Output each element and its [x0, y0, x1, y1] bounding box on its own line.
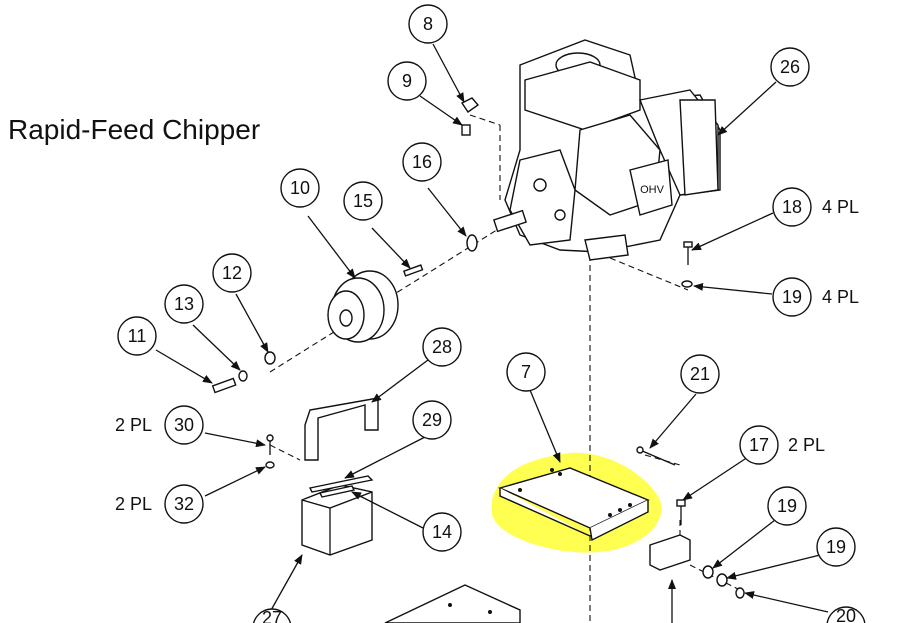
svg-text:27: 27	[262, 608, 282, 623]
svg-text:15: 15	[353, 191, 373, 211]
parts-19-20-washers	[702, 565, 745, 599]
callout-29: 29	[412, 400, 452, 440]
callout-9: 9	[387, 61, 427, 101]
part-16-washer	[466, 234, 478, 252]
callout-17: 17 2 PL	[739, 425, 825, 465]
svg-text:32: 32	[174, 494, 194, 514]
callout-30-qty: 2 PL	[115, 415, 152, 435]
diagram-title: Rapid-Feed Chipper	[8, 114, 261, 145]
callout-10: 10	[280, 168, 320, 208]
callout-19-washer: 19	[816, 527, 856, 567]
svg-text:11: 11	[128, 326, 147, 346]
callout-26: 26	[770, 47, 810, 87]
svg-text:14: 14	[432, 522, 452, 542]
svg-text:8: 8	[423, 14, 433, 34]
part-17-bolt-bracket	[649, 499, 691, 571]
part-14-strap	[318, 485, 356, 498]
callout-7: 7	[506, 352, 546, 392]
callout-27: 27	[252, 608, 292, 623]
part-7-tray	[497, 467, 650, 542]
callout-20: 20	[826, 606, 866, 623]
callout-21: 21	[680, 354, 720, 394]
part-27-battery-box	[301, 484, 373, 556]
svg-text:19: 19	[782, 287, 802, 307]
callout-28: 28	[422, 327, 462, 367]
svg-text:19: 19	[826, 537, 846, 557]
callout-32-qty: 2 PL	[115, 494, 152, 514]
callout-32: 32 2 PL	[115, 484, 204, 524]
callout-15: 15	[343, 181, 383, 221]
svg-text:21: 21	[690, 364, 710, 384]
callout-18-qty: 4 PL	[822, 197, 859, 217]
callout-19-engine-qty: 4 PL	[822, 287, 859, 307]
callouts: 8 9 26 10 15 16 18 4 PL 19 4 PL 12 13 11 2…	[115, 4, 866, 623]
svg-text:12: 12	[222, 263, 242, 283]
svg-text:19: 19	[777, 496, 797, 516]
callout-18: 18 4 PL	[772, 187, 859, 227]
svg-text:20: 20	[836, 606, 856, 623]
parts-18-19-engine-bolts	[681, 241, 693, 288]
callout-19-engine: 19 4 PL	[772, 277, 859, 317]
engine-assembly: OHV	[492, 39, 721, 261]
part-15-key	[402, 264, 424, 277]
part-21-bolt	[636, 446, 676, 466]
callout-11: 11	[117, 316, 157, 356]
part-28-bracket	[304, 397, 379, 461]
part-10-pulley	[327, 270, 399, 343]
callout-17-qty: 2 PL	[788, 435, 825, 455]
svg-text:13: 13	[174, 294, 194, 314]
callout-12: 12	[212, 253, 252, 293]
callout-14: 14	[422, 512, 462, 552]
parts-30-32-bolts	[265, 434, 275, 469]
callout-19-tray: 19	[767, 486, 807, 526]
parts-11-13-hardware	[211, 351, 276, 394]
svg-text:17: 17	[749, 435, 769, 455]
svg-text:29: 29	[422, 410, 442, 430]
engine-badge-text: OHV	[640, 184, 665, 196]
svg-text:9: 9	[402, 71, 412, 91]
part-8-9-fittings	[460, 97, 480, 136]
svg-text:18: 18	[782, 197, 802, 217]
callout-8: 8	[408, 4, 448, 44]
svg-text:26: 26	[780, 57, 800, 77]
part-29-strap	[308, 475, 374, 493]
svg-text:16: 16	[412, 152, 432, 172]
part-26-shroud	[679, 99, 719, 196]
callout-16: 16	[402, 142, 442, 182]
svg-text:7: 7	[521, 362, 531, 382]
svg-text:28: 28	[432, 337, 452, 357]
svg-text:10: 10	[290, 178, 310, 198]
callout-30: 30 2 PL	[115, 405, 204, 445]
svg-text:30: 30	[174, 415, 194, 435]
leader-lines	[155, 43, 829, 623]
frame-bottom	[384, 584, 521, 623]
callout-13: 13	[164, 284, 204, 324]
